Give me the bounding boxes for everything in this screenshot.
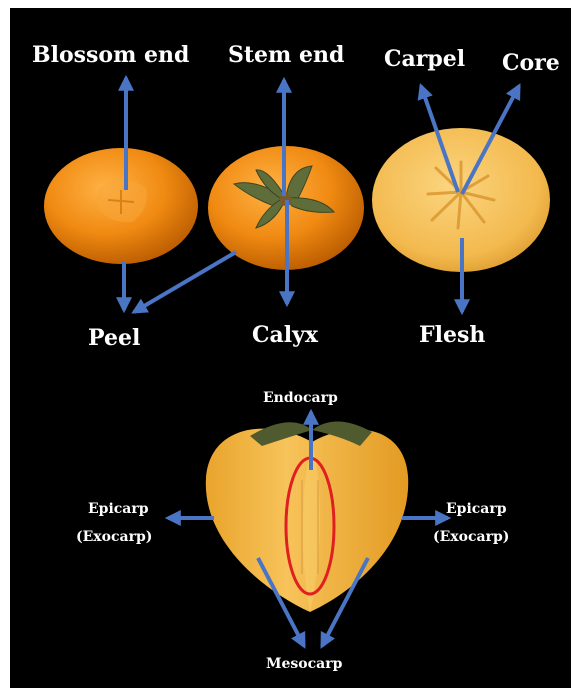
label-blossom-end: Blossom end — [32, 42, 189, 68]
label-core: Core — [502, 50, 560, 76]
label-epicarp-right-line1: Epicarp — [446, 501, 507, 517]
label-epicarp-left-line2: (Exocarp) — [76, 529, 152, 545]
fruit-blossom-end — [44, 148, 198, 264]
label-carpel: Carpel — [384, 46, 465, 72]
label-peel: Peel — [88, 325, 140, 351]
label-epicarp-right-line2: (Exocarp) — [433, 529, 509, 545]
label-flesh: Flesh — [419, 322, 485, 348]
label-calyx: Calyx — [252, 322, 319, 348]
label-mesocarp: Mesocarp — [266, 656, 343, 672]
label-stem-end: Stem end — [228, 42, 344, 68]
label-epicarp-left-line1: Epicarp — [88, 501, 149, 517]
label-endocarp: Endocarp — [263, 390, 338, 406]
